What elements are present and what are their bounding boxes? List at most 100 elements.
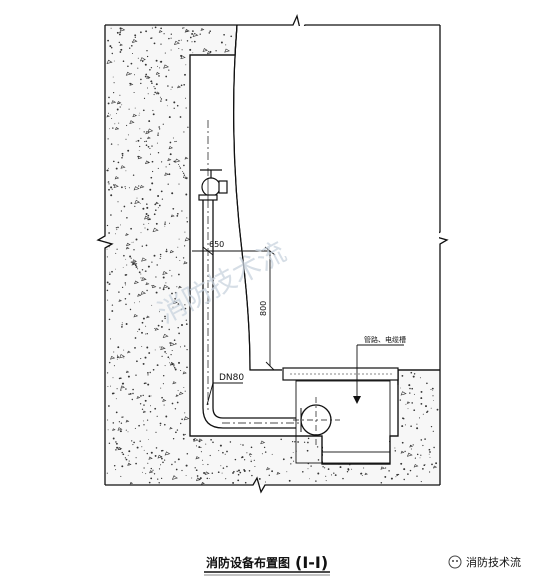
concrete-aggregate [400,391,407,396]
concrete-speck [151,261,153,263]
concrete-speck [431,387,434,390]
concrete-aggregate [137,293,142,297]
concrete-speck [136,446,139,449]
concrete-speck [132,174,135,176]
concrete-speck [430,407,432,409]
concrete-speck [145,270,147,272]
concrete-speck [165,250,168,253]
concrete-speck [280,438,282,441]
concrete-speck [175,468,178,471]
concrete-aggregate [172,381,177,385]
concrete-speck [119,51,122,53]
concrete-speck [164,315,166,318]
concrete-speck [124,297,127,300]
concrete-speck [168,173,171,176]
concrete-speck [422,413,424,415]
concrete-speck [157,478,159,480]
concrete-speck [183,131,185,133]
concrete-speck [176,104,179,107]
concrete-aggregate [129,481,134,485]
concrete-speck [161,457,163,460]
concrete-speck [171,463,173,466]
concrete-speck [164,423,166,426]
concrete-speck [147,372,149,374]
concrete-speck [142,394,144,397]
concrete-speck [172,207,175,210]
concrete-speck [128,460,130,462]
concrete-speck [113,92,115,94]
concrete-speck [127,375,130,378]
concrete-speck [420,397,423,400]
concrete-speck [144,75,147,78]
concrete-speck [431,463,433,466]
concrete-speck [173,101,176,104]
concrete-aggregate [173,40,180,46]
concrete-aggregate [144,160,151,165]
concrete-aggregate [126,242,131,247]
concrete-speck [145,144,148,146]
concrete-speck [150,477,153,480]
pipe-trench [295,380,391,464]
concrete-aggregate [167,158,172,162]
concrete-aggregate [406,452,413,457]
concrete-speck [158,126,160,128]
concrete-speck [140,395,142,397]
source-badge: 消防技术流 [448,555,521,569]
concrete-speck [315,480,317,482]
concrete-speck [121,326,123,328]
concrete-speck [154,407,157,410]
concrete-speck [399,399,401,401]
concrete-speck [178,361,180,364]
concrete-aggregate [140,291,147,295]
concrete-aggregate [127,350,131,354]
concrete-speck [115,441,117,443]
offset-dim-label: 650 [209,240,224,249]
concrete-speck [243,470,246,472]
concrete-speck [135,374,137,376]
concrete-speck [121,416,123,418]
concrete-speck [121,382,124,385]
concrete-speck [183,245,186,247]
concrete-speck [156,364,159,367]
concrete-speck [175,343,177,345]
concrete-aggregate [120,165,126,169]
concrete-aggregate [125,419,130,423]
concrete-speck [409,392,411,394]
concrete-speck [186,30,188,33]
concrete-speck [154,87,156,90]
concrete-speck [111,392,114,395]
concrete-speck [424,464,426,465]
concrete-speck [248,470,251,472]
concrete-speck [198,446,201,449]
concrete-speck [137,57,139,59]
concrete-speck [145,244,148,247]
concrete-speck [180,54,183,57]
concrete-speck [147,214,150,217]
concrete-speck [154,454,157,457]
concrete-speck [181,324,183,326]
concrete-speck [140,277,142,279]
concrete-aggregate [183,416,190,421]
concrete-speck [136,197,138,199]
concrete-speck [115,442,118,445]
concrete-speck [165,353,167,355]
concrete-speck [108,318,111,321]
concrete-speck [160,255,162,257]
concrete-speck [154,327,155,329]
pipe-size-label: DN80 [219,373,244,383]
concrete-speck [208,32,211,34]
concrete-aggregate [224,48,230,53]
concrete-speck [169,269,171,271]
concrete-speck [183,176,185,178]
concrete-speck [242,444,244,446]
concrete-speck [189,48,192,51]
concrete-speck [130,44,133,47]
trench-label: 管路、电缆槽 [364,335,406,344]
concrete-speck [106,472,108,474]
concrete-speck [168,37,170,40]
concrete-speck [426,410,429,413]
concrete-speck [148,218,151,221]
concrete-speck [181,418,183,421]
concrete-speck [186,366,188,369]
concrete-aggregate [139,185,145,189]
